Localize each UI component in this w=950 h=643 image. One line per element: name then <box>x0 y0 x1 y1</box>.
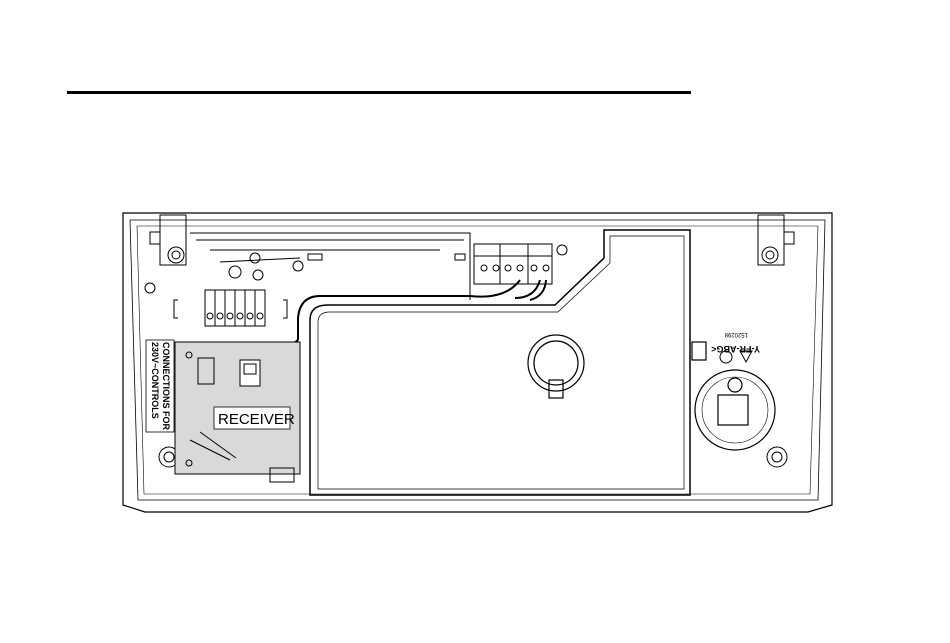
part-code-label: 1520298 <box>724 331 748 337</box>
terminal-block-thermostat <box>474 244 567 284</box>
marking-label: Y-FR-ABG< <box>711 344 760 354</box>
mount-screw-top-right <box>758 215 794 265</box>
mount-screw-top-left <box>150 215 186 265</box>
top-channel <box>145 233 470 300</box>
mount-screw-bottom-right <box>767 447 787 467</box>
connections-label-line1: CONNECTIONS FOR <box>161 342 171 431</box>
connections-label-line2: 230V~CONTROLS <box>150 342 160 419</box>
terminal-block-230v <box>174 290 287 326</box>
thermostat-dial <box>692 342 775 450</box>
receiver-label: RECEIVER <box>218 411 295 428</box>
central-knob-opening <box>528 335 584 398</box>
